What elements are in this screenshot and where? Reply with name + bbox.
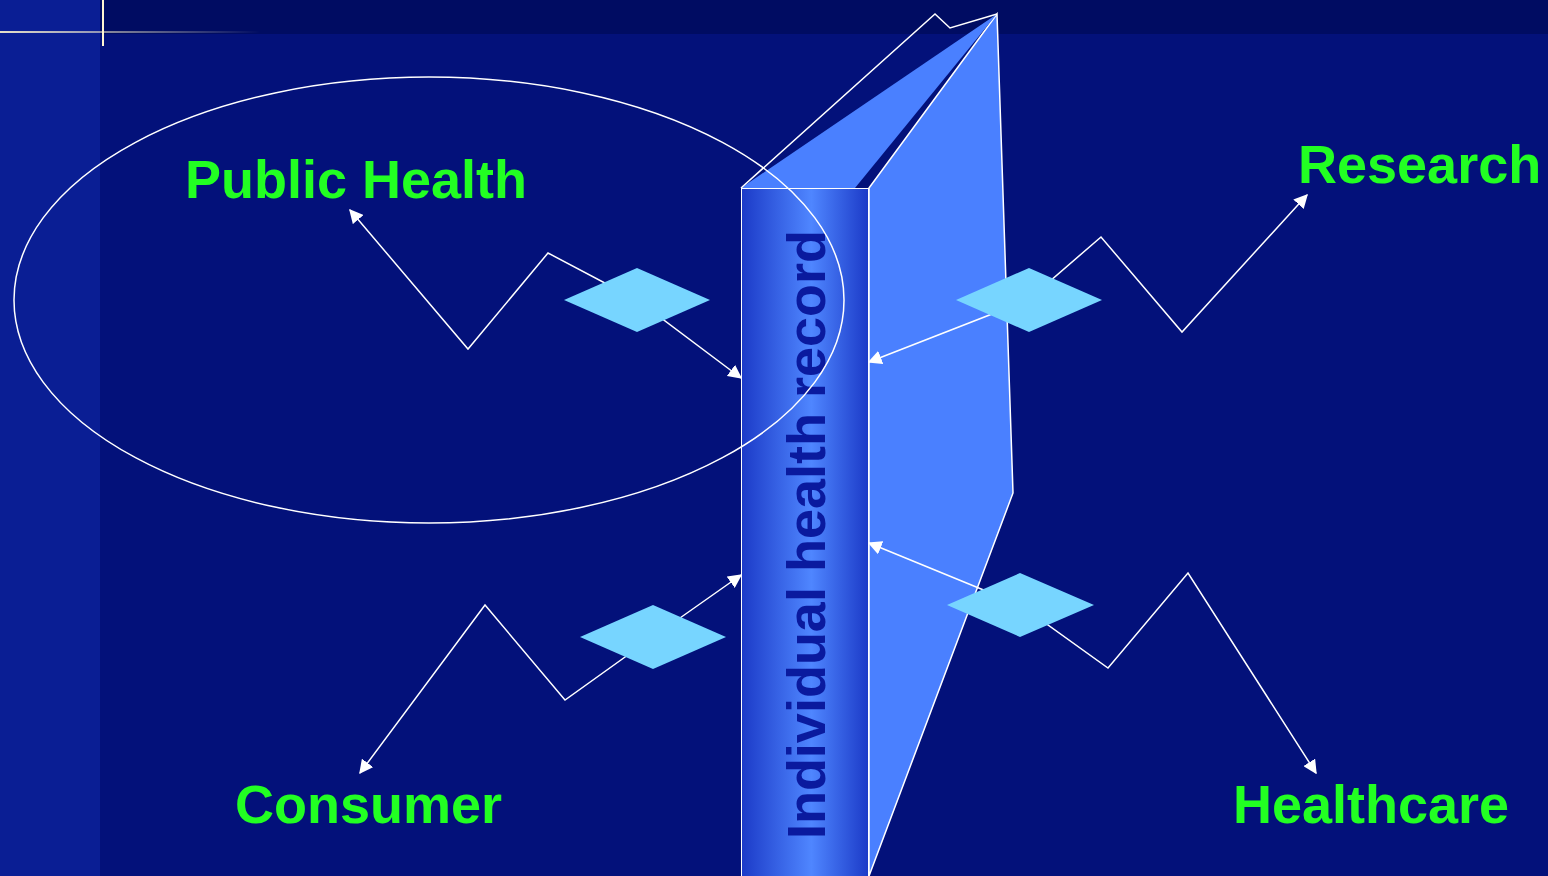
domain-ellipse: Public Health: [13, 76, 845, 524]
exchange-diamond: [947, 573, 1094, 637]
domain-label: Public Health: [185, 148, 527, 210]
data-flow-arrow: [360, 575, 741, 773]
side-stripe: [0, 0, 100, 876]
exchange-diamond: [956, 268, 1102, 332]
ellipse-outline: [13, 76, 845, 524]
domain-label: Consumer: [235, 773, 502, 835]
top-band: [100, 0, 1548, 34]
record-title: Individual health record: [775, 230, 837, 839]
book-flap-outline: [741, 14, 997, 188]
data-flow-arrow: [869, 543, 1316, 773]
exchange-diamond: [564, 268, 710, 332]
domain-label: Research: [1298, 133, 1541, 195]
data-flow-arrow: [869, 195, 1307, 362]
exchange-diamond: [580, 605, 726, 669]
book-flap: [741, 14, 997, 188]
domain-label-box: Consumer: [235, 773, 502, 835]
record-spine: Individual health record: [741, 188, 869, 876]
domain-label-box: Research: [1298, 133, 1541, 195]
data-flow-arrow: [350, 210, 741, 378]
accent-line: [102, 0, 104, 46]
domain-label: Healthcare: [1233, 773, 1509, 835]
domain-label-box: Healthcare: [1233, 773, 1509, 835]
accent-line: [0, 31, 260, 33]
